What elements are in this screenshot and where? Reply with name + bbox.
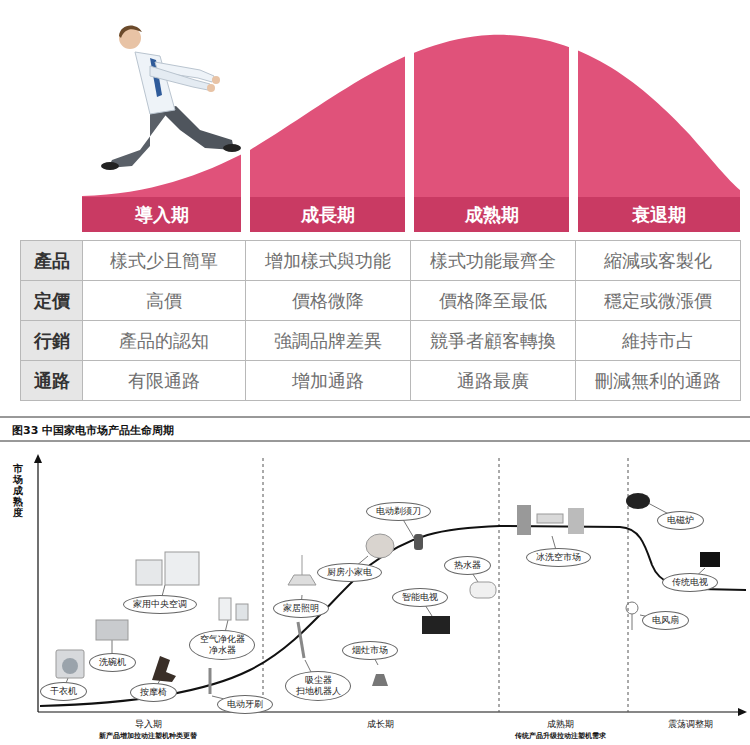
table-cell: 有限通路 bbox=[82, 360, 246, 401]
axis-phase-label: 成熟期 bbox=[547, 718, 574, 731]
table-cell: 產品的認知 bbox=[82, 320, 246, 361]
node-text: 家居照明 bbox=[283, 603, 319, 614]
table-cell: 增加樣式與功能 bbox=[245, 240, 411, 281]
table-cell: 價格降至最低 bbox=[410, 280, 576, 321]
cell-text: 增加通路 bbox=[292, 369, 364, 393]
callout-bubble: 干衣机 bbox=[40, 682, 87, 701]
node-text: 传统电视 bbox=[672, 577, 708, 588]
node-text: 冰洗空市场 bbox=[536, 552, 581, 563]
row-header: 定價 bbox=[20, 280, 83, 321]
cell-text: 有限通路 bbox=[128, 369, 200, 393]
table-cell: 通路最廣 bbox=[410, 360, 576, 401]
node-text: 烟灶市场 bbox=[352, 645, 388, 656]
axis-phase-label: 新产品增加拉动注塑机种类更替 bbox=[99, 731, 197, 741]
table-cell: 穩定或微漲價 bbox=[575, 280, 741, 321]
table-cell: 縮減或客製化 bbox=[575, 240, 741, 281]
table-cell: 高價 bbox=[82, 280, 246, 321]
node-text: 成長期 bbox=[301, 203, 355, 227]
cell-text: 價格降至最低 bbox=[439, 289, 547, 313]
table-cell: 競爭者顧客轉換 bbox=[410, 320, 576, 361]
callout-bubble: 电动剃须刀 bbox=[366, 502, 431, 521]
axis-phase-label: 成长期 bbox=[367, 718, 394, 731]
callout-bubble: 洗碗机 bbox=[89, 653, 136, 672]
cell-text: 縮減或客製化 bbox=[604, 249, 712, 273]
callout-bubble: 电磁炉 bbox=[657, 511, 704, 530]
callout-bubble: 智能电视 bbox=[392, 588, 448, 607]
phase-band: 成長期 bbox=[250, 197, 405, 232]
table-cell: 價格微降 bbox=[245, 280, 411, 321]
callout-bubble: 家居照明 bbox=[273, 599, 329, 618]
cell-text: 通路最廣 bbox=[457, 369, 529, 393]
callout-bubble: 家用中央空调 bbox=[123, 595, 197, 614]
row-header: 行銷 bbox=[20, 320, 83, 361]
row-header: 通路 bbox=[20, 360, 83, 401]
node-text: 家用中央空调 bbox=[133, 599, 187, 610]
table-cell: 刪減無利的通路 bbox=[575, 360, 741, 401]
callout-bubble: 冰洗空市场 bbox=[526, 548, 591, 567]
phase-band: 衰退期 bbox=[578, 197, 740, 232]
callout-bubble: 电风扇 bbox=[642, 611, 689, 630]
man-figure bbox=[101, 26, 241, 170]
cell-text: 產品 bbox=[34, 249, 70, 273]
chart-title: 图33 中国家电市场产品生命周期 bbox=[12, 423, 174, 438]
node-text: 电磁炉 bbox=[667, 515, 694, 526]
callout-bubble: 传统电视 bbox=[662, 573, 718, 592]
axis-phase-label: 传统产品升级拉动注塑机需求 bbox=[515, 731, 606, 741]
node-text: 电动牙刷 bbox=[227, 699, 263, 710]
node-text: 導入期 bbox=[135, 203, 189, 227]
axis-label: 市场成熟度 bbox=[13, 463, 23, 518]
gap bbox=[569, 20, 578, 235]
node-text: 吸尘器 扫地机器人 bbox=[295, 675, 341, 697]
cell-text: 強調品牌差異 bbox=[274, 329, 382, 353]
callout-bubble: 电动牙刷 bbox=[217, 695, 273, 714]
cell-text: 定價 bbox=[34, 289, 70, 313]
callout-bubble: 吸尘器 扫地机器人 bbox=[285, 671, 351, 701]
node-text: 空气净化器 净水器 bbox=[199, 634, 245, 656]
cell-text: 維持市占 bbox=[622, 329, 694, 353]
node-text: 电风扇 bbox=[652, 615, 679, 626]
phase-band: 成熟期 bbox=[414, 197, 569, 232]
row-header: 產品 bbox=[20, 240, 83, 281]
node-text: 厨房小家电 bbox=[327, 567, 372, 578]
table-cell: 樣式少且簡單 bbox=[82, 240, 246, 281]
node-text: 智能电视 bbox=[402, 592, 438, 603]
product-icons bbox=[56, 493, 720, 694]
cell-text: 價格微降 bbox=[292, 289, 364, 313]
axis-phase-label: 导入期 bbox=[135, 718, 162, 731]
callout-bubble: 按摩椅 bbox=[130, 683, 177, 702]
callout-bubble: 热水器 bbox=[444, 556, 491, 575]
cell-text: 樣式功能最齊全 bbox=[430, 249, 556, 273]
cell-text: 通路 bbox=[34, 369, 70, 393]
cell-text: 競爭者顧客轉換 bbox=[430, 329, 556, 353]
node-text: 成熟期 bbox=[465, 203, 519, 227]
callout-bubble: 烟灶市场 bbox=[342, 641, 398, 660]
phase-band: 導入期 bbox=[82, 197, 241, 232]
node-text: 热水器 bbox=[454, 560, 481, 571]
node-text: 干衣机 bbox=[50, 686, 77, 697]
node-text: 电动剃须刀 bbox=[376, 506, 421, 517]
cell-text: 刪減無利的通路 bbox=[595, 369, 721, 393]
cell-text: 增加樣式與功能 bbox=[265, 249, 391, 273]
gap bbox=[405, 20, 414, 235]
table-cell: 增加通路 bbox=[245, 360, 411, 401]
table-cell: 維持市占 bbox=[575, 320, 741, 361]
node-text: 衰退期 bbox=[632, 203, 686, 227]
cell-text: 產品的認知 bbox=[119, 329, 209, 353]
cell-text: 樣式少且簡單 bbox=[110, 249, 218, 273]
cell-text: 行銷 bbox=[34, 329, 70, 353]
cell-text: 高價 bbox=[146, 289, 182, 313]
callout-bubble: 空气净化器 净水器 bbox=[189, 630, 255, 660]
node-text: 按摩椅 bbox=[140, 687, 167, 698]
callout-bubble: 厨房小家电 bbox=[317, 563, 382, 582]
table-cell: 強調品牌差異 bbox=[245, 320, 411, 361]
cell-text: 穩定或微漲價 bbox=[604, 289, 712, 313]
node-text: 洗碗机 bbox=[99, 657, 126, 668]
table-cell: 樣式功能最齊全 bbox=[410, 240, 576, 281]
axis-phase-label: 震荡调整期 bbox=[668, 718, 713, 731]
gap bbox=[241, 20, 250, 235]
